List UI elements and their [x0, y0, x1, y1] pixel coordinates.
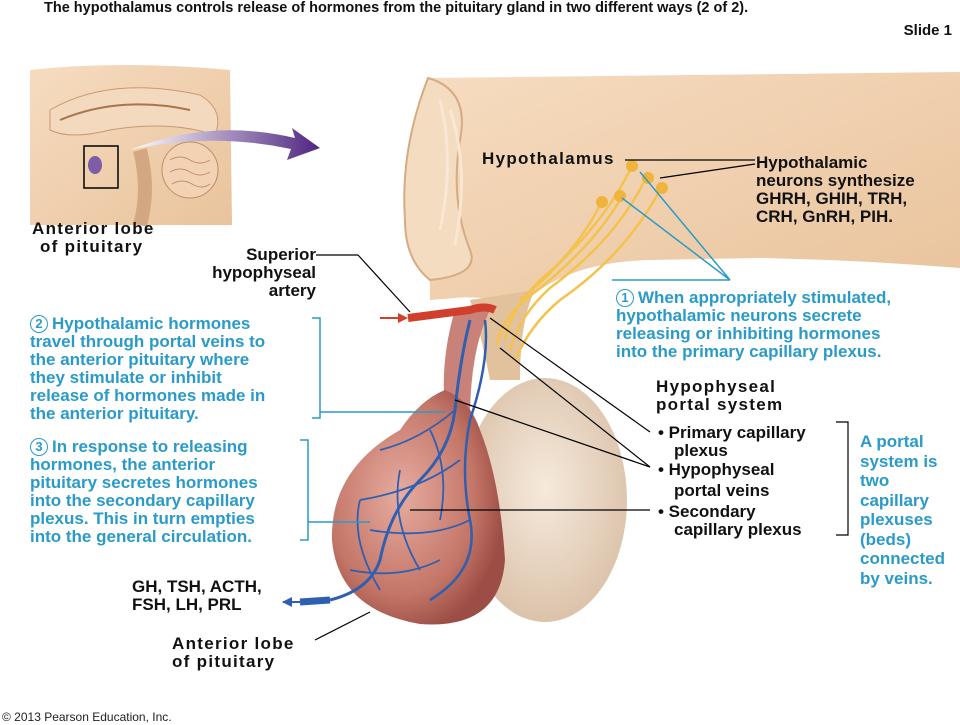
step-line: into the primary capillary plexus.: [616, 342, 882, 361]
step-line: the anterior pituitary.: [30, 404, 199, 423]
label-hypothalamus: Hypothalamus: [482, 149, 615, 168]
step-1-number: 1: [616, 289, 634, 307]
step-line: hypothalamic neurons secrete: [616, 306, 862, 325]
pituitary-stalk: [443, 290, 535, 420]
label-hormones: GH, TSH, ACTH, FSH, LH, PRL: [132, 578, 262, 614]
step-3-number: 3: [30, 438, 48, 456]
step-line: plexus. This in turn empties: [30, 509, 255, 528]
step-2-number: 2: [30, 315, 48, 333]
note-line: system is: [860, 451, 938, 471]
note-line: connected: [860, 549, 946, 568]
label-line: portal system: [656, 395, 784, 414]
portal-system-note: A portal system is two capillary plexuse…: [860, 432, 945, 588]
label-anterior-lobe-bottom: Anterior lobe of pituitary: [172, 635, 295, 671]
label-line: hypophyseal: [212, 263, 316, 282]
zoom-arrow: [130, 128, 320, 160]
page-title: The hypothalamus controls release of hor…: [44, 0, 749, 16]
label-line: • Primary capillary: [658, 423, 806, 442]
label-superior-artery: Superior hypophyseal artery: [190, 246, 316, 300]
step-line: In response to releasing: [52, 437, 248, 456]
leader-lines: [300, 159, 849, 641]
step-line: Hypothalamic hormones: [52, 314, 251, 333]
label-line: artery: [268, 281, 316, 300]
label-hypothalamic-neurons: Hypothalamic neurons synthesize GHRH, GH…: [756, 154, 915, 226]
label-primary-plexus: • Primary capillary plexus: [658, 424, 806, 460]
note-line: two: [860, 471, 890, 490]
label-line: Anterior lobe: [32, 219, 155, 238]
label-portal-system: Hypophyseal portal system: [656, 378, 783, 414]
hypothalamus-tissue: [403, 72, 960, 302]
anterior-lobe: [331, 390, 505, 625]
step-line: the anterior pituitary where: [30, 350, 250, 369]
step-line: they stimulate or inhibit: [30, 368, 222, 387]
note-line: (beds): [860, 529, 911, 549]
label-line: • Secondary: [658, 502, 756, 521]
step-line: into the general circulation.: [30, 527, 252, 546]
label-line: Anterior lobe: [172, 634, 295, 653]
neuron-fibers: [495, 160, 668, 361]
step-line: travel through portal veins to: [30, 332, 266, 351]
label-line: CRH, GnRH, PIH.: [756, 207, 893, 226]
step-line: hormones, the anterior: [30, 455, 216, 474]
label-line: Hypophyseal: [656, 377, 777, 396]
label-line: portal veins: [674, 481, 770, 500]
label-line: plexus: [674, 441, 728, 460]
label-line: of pituitary: [40, 237, 144, 256]
slide-number: Slide 1: [903, 22, 952, 39]
label-line: of pituitary: [172, 652, 276, 671]
copyright: © 2013 Pearson Education, Inc.: [2, 710, 172, 724]
note-line: by veins.: [860, 568, 933, 588]
step-line: release of hormones made in: [30, 386, 266, 405]
label-line: GH, TSH, ACTH,: [132, 577, 262, 596]
note-line: A portal: [860, 432, 924, 451]
label-portal-veins: • Hypophyseal portal veins: [658, 461, 775, 500]
vessels: [282, 303, 497, 607]
inset-box: [83, 145, 119, 189]
note-line: plexuses: [860, 510, 933, 529]
step-line: releasing or inhibiting hormones: [616, 324, 881, 343]
label-anterior-lobe-top: Anterior lobe of pituitary: [32, 220, 155, 256]
label-line: FSH, LH, PRL: [132, 595, 242, 614]
label-line: capillary plexus: [674, 520, 802, 539]
step-line: into the secondary capillary: [30, 491, 255, 510]
label-line: • Hypophyseal: [658, 460, 775, 479]
label-secondary-plexus: • Secondary capillary plexus: [658, 503, 802, 539]
label-line: Superior: [246, 245, 316, 264]
label-line: GHRH, GHIH, TRH,: [756, 189, 908, 208]
step-line: When appropriately stimulated,: [638, 288, 892, 307]
label-line: Hypothalamic: [756, 153, 868, 172]
note-line: capillary: [860, 490, 929, 510]
label-line: neurons synthesize: [756, 171, 915, 190]
step-line: pituitary secretes hormones: [30, 473, 258, 492]
brain-inset: [30, 65, 232, 227]
